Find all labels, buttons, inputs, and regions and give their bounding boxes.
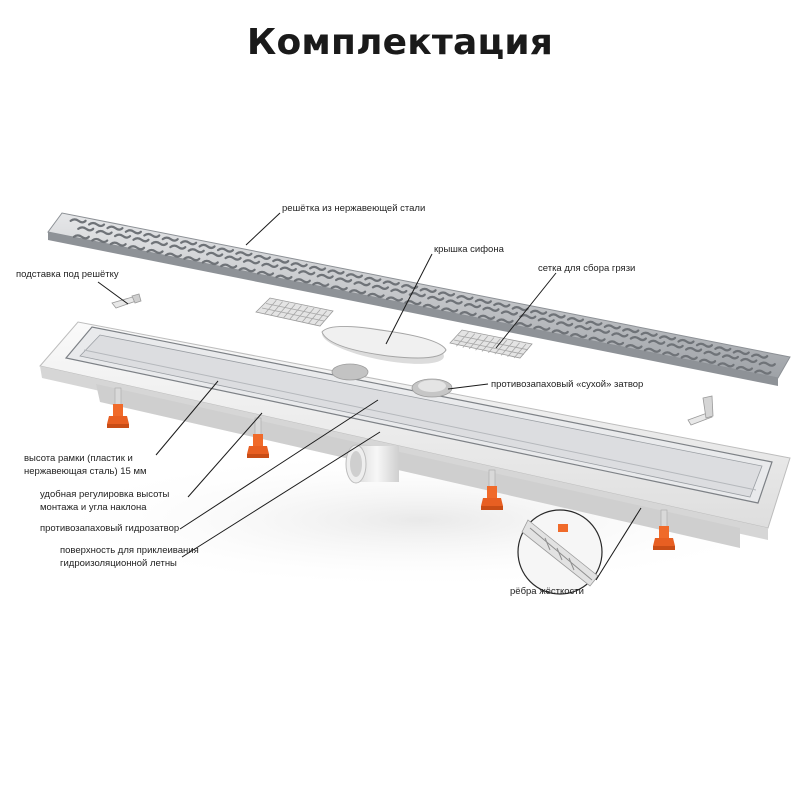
label-dirt-mesh: сетка для сбора грязи [538,263,635,274]
siphon-cover [319,318,446,371]
outlet-pipe [346,445,399,483]
dry-trap-disc [418,380,446,392]
grate-support-right [688,396,713,425]
label-siphon-cover: крышка сифона [434,244,505,255]
label-grate: решётка из нержавеющей стали [282,203,425,214]
label-grate-support: подставка под решётку [16,269,119,280]
dirt-mesh-left [256,298,333,326]
leader-dry-trap [448,384,488,389]
label-adjust-line2: монтажа и угла наклона [40,502,147,513]
siphon-opening-1 [332,364,368,380]
label-ribs: рёбра жёсткости [510,586,584,597]
leader-grate [246,213,280,245]
label-surface-line1: поверхность для приклеивания [60,545,199,556]
grate-support-left [112,294,141,308]
label-frame-height-line1: высота рамки (пластик и [24,453,133,464]
ribs-detail-circle [518,510,602,594]
label-dry-trap: противозапаховый «сухой» затвор [491,379,643,390]
label-frame-height-line2: нержавеющая сталь) 15 мм [24,466,147,477]
label-surface-line2: гидроизоляционной летны [60,558,177,569]
label-water-trap: противозапаховый гидрозатвор [40,523,179,534]
label-adjust-line1: удобная регулировка высоты [40,489,169,500]
leader-support [98,282,128,304]
